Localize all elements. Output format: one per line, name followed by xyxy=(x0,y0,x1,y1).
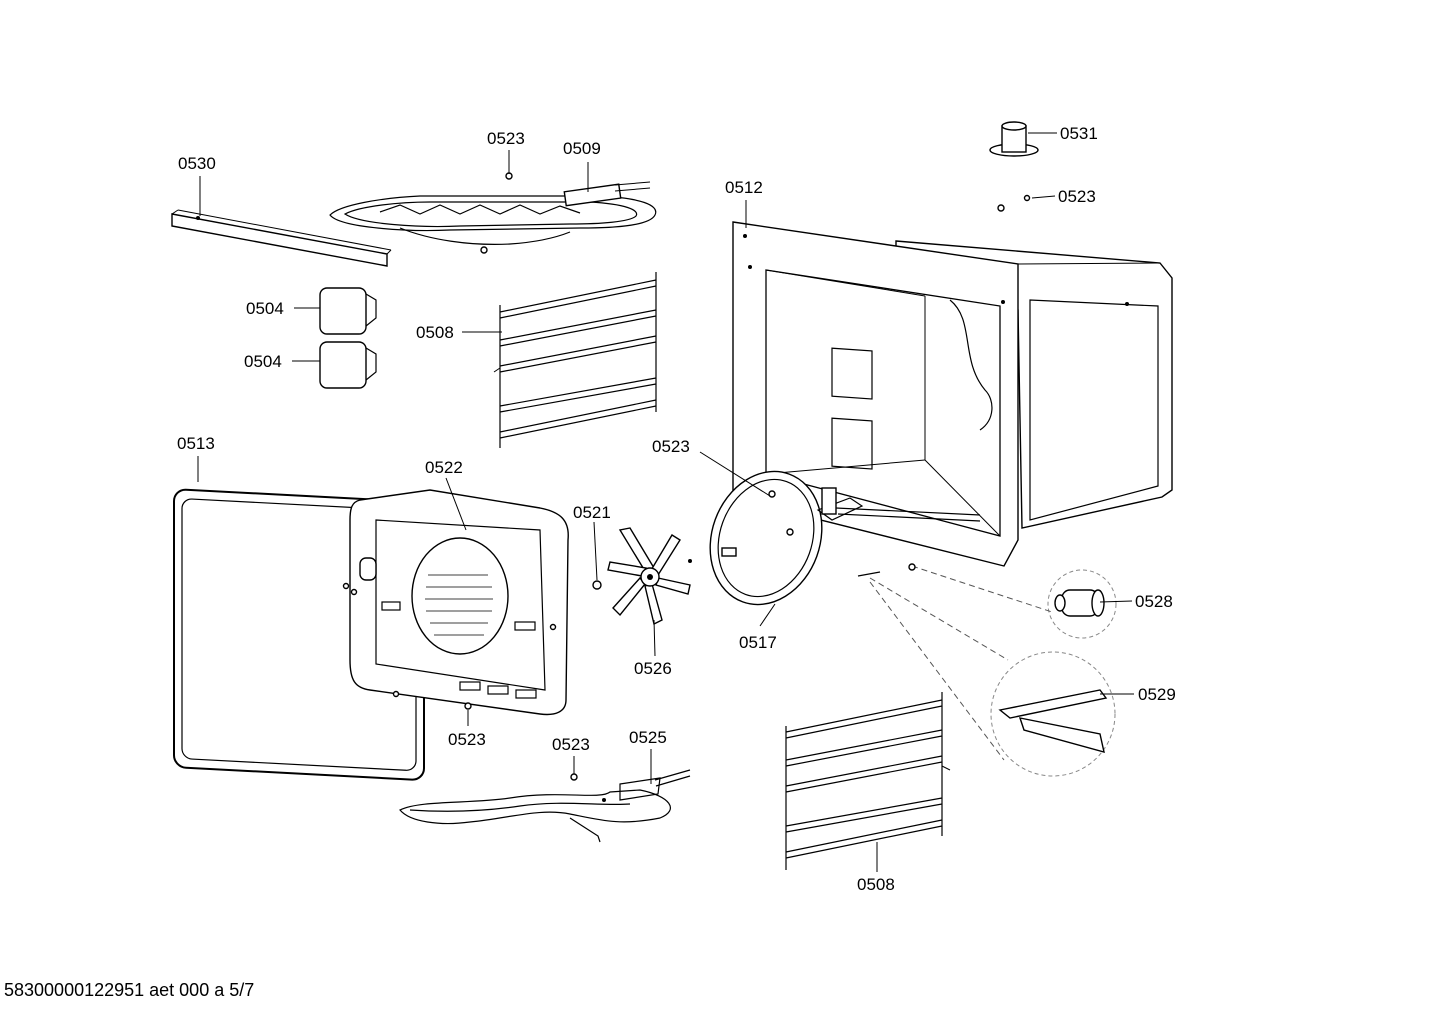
part-0508-rack-top xyxy=(493,272,657,448)
part-0530-bracket xyxy=(171,209,392,267)
label-0523-bottom: 0523 xyxy=(552,735,590,754)
label-0504-a: 0504 xyxy=(246,299,284,318)
label-0523-mid: 0523 xyxy=(652,437,690,456)
label-0531: 0531 xyxy=(1060,124,1098,143)
label-0523-top: 0523 xyxy=(487,129,525,148)
label-0517: 0517 xyxy=(739,633,777,652)
label-0508-bottom: 0508 xyxy=(857,875,895,894)
part-0522-back-panel xyxy=(342,489,569,716)
screws-0523-right xyxy=(997,194,1031,212)
label-0525: 0525 xyxy=(629,728,667,747)
label-0529: 0529 xyxy=(1138,685,1176,704)
part-0528-lamp-holder xyxy=(1047,569,1117,639)
part-0512-oven-cavity xyxy=(732,221,1173,567)
part-0529-clip xyxy=(990,651,1116,777)
part-0525-bottom-heater xyxy=(399,769,691,843)
label-0508-top: 0508 xyxy=(416,323,454,342)
label-0528: 0528 xyxy=(1135,592,1173,611)
label-0523-low: 0523 xyxy=(448,730,486,749)
label-0513: 0513 xyxy=(177,434,215,453)
screw-0523-low xyxy=(464,702,472,710)
part-0517-ring-heater xyxy=(709,470,981,606)
part-0504-cap-a xyxy=(319,287,377,335)
part-0521-nut xyxy=(592,580,602,590)
part-0531-lamp xyxy=(989,121,1039,157)
label-0509: 0509 xyxy=(563,139,601,158)
label-0512: 0512 xyxy=(725,178,763,197)
label-0530: 0530 xyxy=(178,154,216,173)
part-0526-fan xyxy=(607,527,692,626)
part-0504-cap-b xyxy=(319,341,377,389)
part-0509-top-heater xyxy=(329,181,657,254)
label-0522: 0522 xyxy=(425,458,463,477)
document-footer: 58300000122951 aet 000 a 5/7 xyxy=(4,980,255,1000)
detail-leader-lines xyxy=(857,563,1053,761)
leader-lines xyxy=(197,132,1134,872)
part-labels: 0530 0523 0509 0531 0523 0512 0504 0504 … xyxy=(177,124,1176,894)
label-0526: 0526 xyxy=(634,659,672,678)
label-0521: 0521 xyxy=(573,503,611,522)
label-0523-right: 0523 xyxy=(1058,187,1096,206)
label-0504-b: 0504 xyxy=(244,352,282,371)
part-0508-rack-bottom xyxy=(785,692,951,870)
